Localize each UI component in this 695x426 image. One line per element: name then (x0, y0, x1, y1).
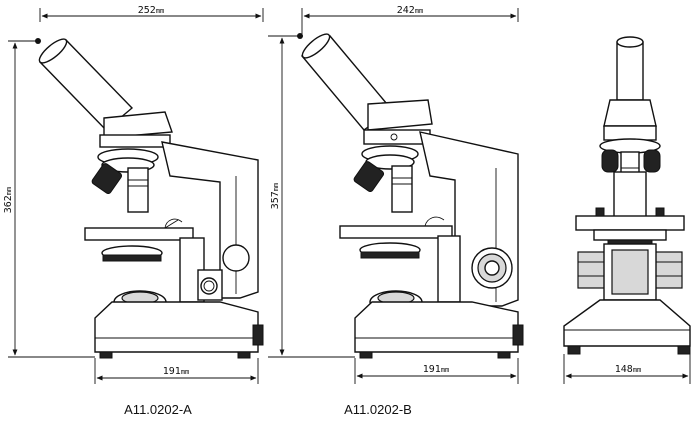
dimension-a-top-width-value: 252 (138, 5, 156, 16)
microscope-a-drawing (38, 38, 264, 359)
microscope-front-view: 148mm (563, 36, 691, 384)
dimension-b-base-width-unit: mm (441, 366, 449, 374)
dimension-front-base-width-unit: mm (633, 366, 641, 374)
microscope-a-side-view: 252mm 362mm (3, 5, 264, 417)
dimension-front-base-width: 148mm (563, 354, 691, 384)
dimension-a-height: 362mm (3, 40, 95, 358)
svg-text:191mm: 191mm (423, 364, 450, 375)
svg-text:242mm: 242mm (397, 5, 424, 16)
dimension-a-height-unit: mm (5, 187, 13, 195)
dimension-b-top-width-value: 242 (397, 5, 415, 16)
dimension-b-height-unit: mm (272, 183, 280, 191)
dimension-b-top-width-unit: mm (415, 7, 423, 15)
svg-text:191mm: 191mm (163, 366, 190, 377)
microscope-front-drawing (563, 36, 691, 355)
reference-dot-a (35, 38, 41, 44)
model-label-b: A11.0202-B (344, 402, 412, 417)
svg-text:362mm: 362mm (3, 187, 14, 214)
dimension-b-base-width-value: 191 (423, 364, 441, 375)
dimension-a-top-width: 252mm (39, 5, 264, 22)
svg-text:148mm: 148mm (615, 364, 642, 375)
dimension-a-base-width-value: 191 (163, 366, 181, 377)
dimension-a-base-width-unit: mm (181, 368, 189, 376)
svg-text:252mm: 252mm (138, 5, 165, 16)
dimension-a-top-width-unit: mm (156, 7, 164, 15)
dimension-b-top-width: 242mm (301, 5, 519, 34)
dimension-b-height-value: 357 (270, 191, 281, 209)
reference-dot-b (297, 33, 303, 39)
dimension-a-base-width: 191mm (94, 358, 259, 384)
microscope-b-side-view: 242mm 357mm (268, 5, 524, 417)
model-label-a: A11.0202-A (124, 402, 192, 417)
dimension-a-height-value: 362 (3, 195, 14, 213)
dimension-front-base-width-value: 148 (615, 364, 633, 375)
microscope-b-drawing (300, 33, 524, 359)
svg-text:357mm: 357mm (270, 183, 281, 210)
dimension-b-height: 357mm (268, 35, 355, 358)
dimension-b-base-width: 191mm (354, 358, 519, 384)
